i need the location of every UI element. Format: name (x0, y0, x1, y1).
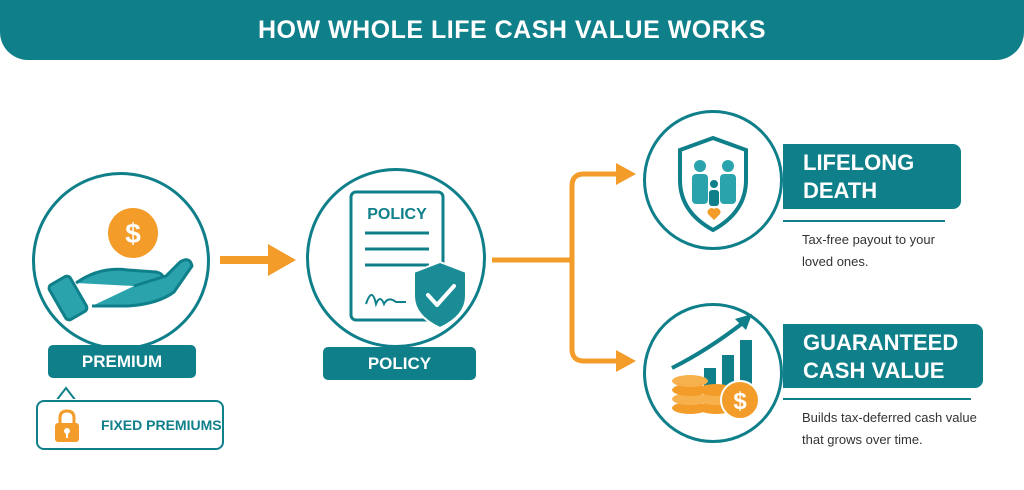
premium-label: PREMIUM (48, 345, 196, 378)
page-title: HOW WHOLE LIFE CASH VALUE WORKS (257, 16, 767, 44)
policy-label: POLICY (323, 347, 476, 380)
death-benefit-title: LIFELONG DEATH BENEFIT (783, 144, 961, 231)
fixed-premiums-label: FIXED PREMIUMS (101, 417, 222, 433)
cash-value-divider (783, 398, 971, 400)
death-benefit-desc-line1: Tax-free payout to your (802, 232, 935, 247)
shield-check-icon (413, 260, 467, 330)
cash-value-title: GUARANTEED CASH VALUE (783, 324, 983, 388)
arrow-policy-split (492, 171, 618, 364)
death-benefit-title-line1: LIFELONG (803, 150, 915, 175)
svg-text:$: $ (733, 388, 747, 415)
svg-text:$: $ (125, 218, 141, 249)
arrow-head-cash-value (616, 350, 636, 372)
arrow-premium-to-policy (220, 244, 296, 276)
cash-value-desc-line2: that grows over time. (802, 432, 923, 447)
cash-value-title-line2: CASH VALUE (803, 358, 945, 383)
death-benefit-title-line2: DEATH BENEFIT (803, 178, 898, 231)
cash-value-title-line1: GUARANTEED (803, 330, 959, 355)
death-benefit-divider (783, 220, 945, 222)
arrow-head-death-benefit (616, 163, 636, 185)
fixed-premiums-callout: FIXED PREMIUMS (36, 400, 224, 450)
death-benefit-desc-line2: loved ones. (802, 254, 869, 269)
death-benefit-description: Tax-free payout to your loved ones. (802, 229, 1002, 273)
header-banner (0, 0, 1024, 60)
cash-value-description: Builds tax-deferred cash value that grow… (802, 407, 1022, 451)
policy-document-label: POLICY (367, 206, 427, 223)
lock-icon (55, 409, 79, 442)
cash-value-desc-line1: Builds tax-deferred cash value (802, 410, 977, 425)
